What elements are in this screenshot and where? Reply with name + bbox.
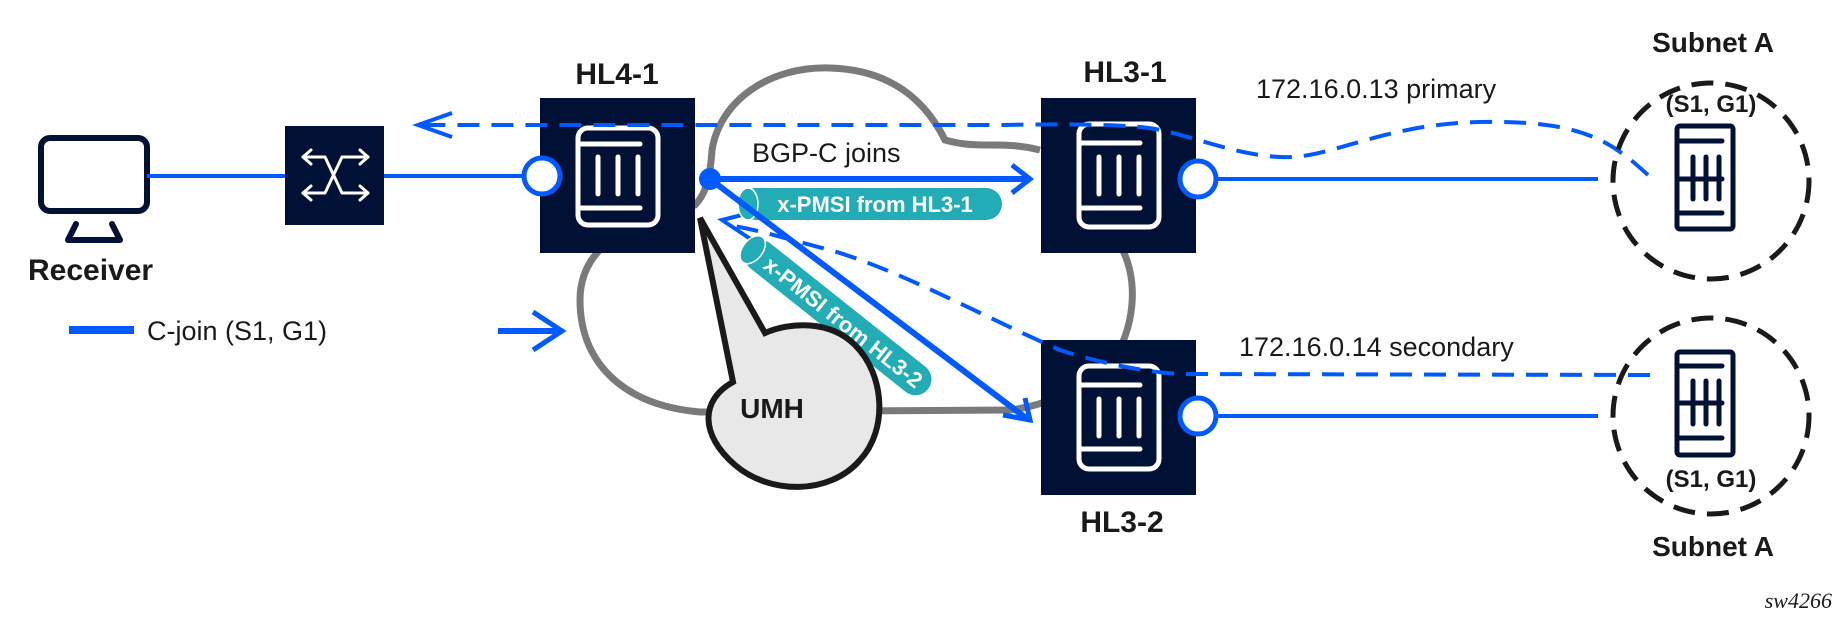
subnet-a-bottom-boundary xyxy=(1610,315,1812,517)
subnet-a-top-boundary xyxy=(1610,80,1812,282)
primary-path xyxy=(418,119,1650,177)
hl4-1-label: HL4-1 xyxy=(575,58,658,91)
hl4-1-port xyxy=(521,155,563,197)
pmsi-hl3-1-label: x-PMSI from HL3-1 xyxy=(777,192,973,217)
umh-callout xyxy=(697,216,883,490)
join-direction-arrowhead xyxy=(531,309,567,353)
bgp-c-joins-label: BGP-C joins xyxy=(752,138,901,168)
hl4-1-router xyxy=(540,98,695,253)
source-bottom-server-icon xyxy=(1674,349,1736,458)
bgp-join-to-hl3-1-arrowhead xyxy=(1010,163,1035,195)
source-top-server-icon xyxy=(1674,123,1736,232)
legend-c-join-label: C-join (S1, G1) xyxy=(147,316,327,346)
hl3-2-router xyxy=(1041,340,1196,495)
switch-icon xyxy=(285,126,384,225)
receiver-label: Receiver xyxy=(28,254,153,287)
subnet-a-bottom-group: (S1, G1) xyxy=(1666,466,1757,493)
bgp-join-to-hl3-2 xyxy=(708,176,1028,421)
subnet-a-bottom-label: Subnet A xyxy=(1652,531,1774,562)
subnet-a-top-label: Subnet A xyxy=(1652,27,1774,58)
bgp-join-to-hl3-2-arrowhead xyxy=(1002,397,1034,424)
secondary-label: 172.16.0.14 secondary xyxy=(1239,332,1514,362)
hl3-2-label: HL3-2 xyxy=(1080,506,1163,539)
hl3-2-port xyxy=(1177,395,1219,437)
bgp-join-origin xyxy=(699,168,721,190)
hl3-1-router xyxy=(1041,98,1196,253)
subnet-a-top-group: (S1, G1) xyxy=(1666,91,1757,118)
umh-label: UMH xyxy=(740,393,804,424)
hl3-1-label: HL3-1 xyxy=(1083,56,1166,89)
receiver-monitor-icon xyxy=(38,135,150,243)
figure-id: sw4266 xyxy=(1765,588,1832,613)
primary-arrowhead xyxy=(411,111,453,139)
pmsi-hl3-1-tunnel: x-PMSI from HL3-1 xyxy=(737,187,1002,221)
primary-label: 172.16.0.13 primary xyxy=(1256,74,1497,104)
hl3-1-port xyxy=(1177,158,1219,200)
